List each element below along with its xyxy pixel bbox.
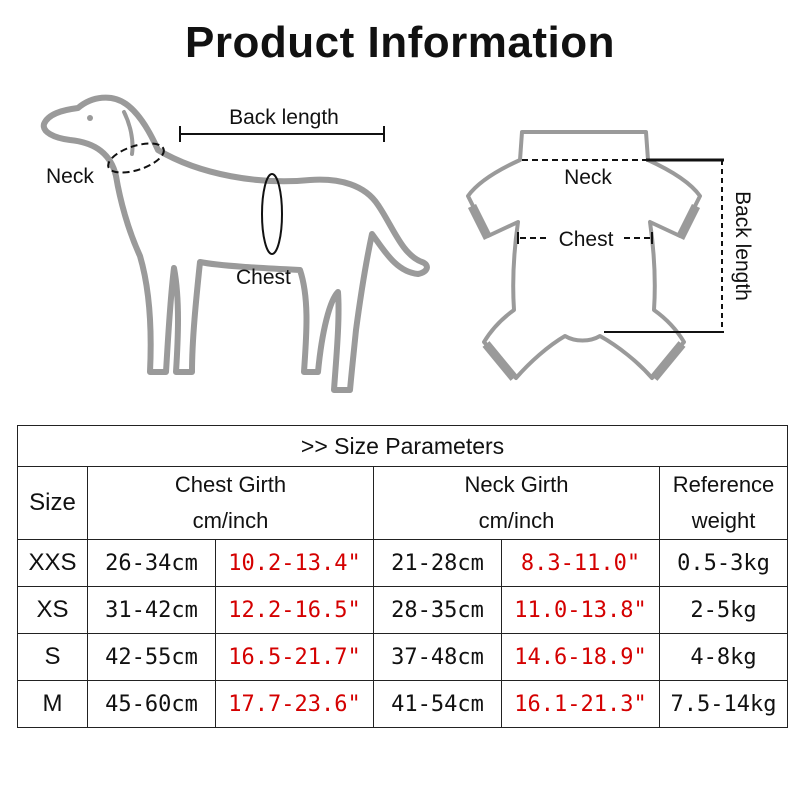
weight-cell: 0.5-3kg [658,539,789,587]
table-header-row: Size Chest Girth cm/inch Neck Girth cm/i… [17,466,789,540]
table-row: M 45-60cm 17.7-23.6" 41-54cm 16.1-21.3" … [17,680,789,728]
dog-chest-label: Chest [236,266,291,289]
weight-cell: 2-5kg [658,586,789,634]
chest-inch-cell: 17.7-23.6" [215,680,374,728]
header-chest-line1: Chest Girth [174,472,287,497]
size-cell: S [17,633,88,681]
size-cell: XXS [17,539,88,587]
garment-neck-label: Neck [564,166,612,189]
neck-cm-cell: 21-28cm [373,539,502,587]
neck-cm-cell: 41-54cm [373,680,502,728]
neck-inch-cell: 14.6-18.9" [501,633,660,681]
garment-chest-label: Chest [559,228,614,251]
chest-inch-cell: 10.2-13.4" [215,539,374,587]
header-chest-line2: cm/inch [192,508,269,533]
chest-cm-cell: 31-42cm [87,586,216,634]
neck-cm-cell: 37-48cm [373,633,502,681]
weight-cell: 4-8kg [658,633,789,681]
header-neck-girth: Neck Girth cm/inch [373,466,660,540]
chest-cm-cell: 26-34cm [87,539,216,587]
table-caption-row: >> Size Parameters [16,425,789,467]
table-row: XXS 26-34cm 10.2-13.4" 21-28cm 8.3-11.0"… [17,539,789,587]
table-caption: >> Size Parameters [16,425,789,467]
measurement-illustration: Back length Neck Chest Neck Chest Back l… [40,94,754,393]
header-neck-line1: Neck Girth [464,472,569,497]
table-row: S 42-55cm 16.5-21.7" 37-48cm 14.6-18.9" … [17,633,789,681]
garment-back-length-label: Back length [731,191,754,301]
dog-back-length-label: Back length [229,106,339,129]
garment-measure-lines [517,158,724,333]
header-ref-line2: weight [691,508,756,533]
header-reference-weight: Reference weight [658,466,789,540]
header-neck-line2: cm/inch [478,508,555,533]
header-chest-girth: Chest Girth cm/inch [87,466,374,540]
neck-inch-cell: 11.0-13.8" [501,586,660,634]
weight-cell: 7.5-14kg [658,680,789,728]
size-cell: XS [17,586,88,634]
chest-inch-cell: 16.5-21.7" [215,633,374,681]
header-ref-line1: Reference [672,472,775,497]
size-cell: M [17,680,88,728]
neck-inch-cell: 8.3-11.0" [501,539,660,587]
header-size: Size [17,466,88,540]
page-title: Product Information [185,18,615,67]
dog-eye [87,115,93,121]
neck-inch-cell: 16.1-21.3" [501,680,660,728]
chest-cm-cell: 42-55cm [87,633,216,681]
garment-cuffs [467,203,701,381]
chest-inch-cell: 12.2-16.5" [215,586,374,634]
size-parameters-table: >> Size Parameters Size Chest Girth cm/i… [16,425,789,728]
table-row: XS 31-42cm 12.2-16.5" 28-35cm 11.0-13.8"… [17,586,789,634]
dog-neck-label: Neck [46,165,94,188]
chest-cm-cell: 45-60cm [87,680,216,728]
dog-measure-lines [107,126,385,255]
dog-outline [40,94,430,393]
neck-cm-cell: 28-35cm [373,586,502,634]
